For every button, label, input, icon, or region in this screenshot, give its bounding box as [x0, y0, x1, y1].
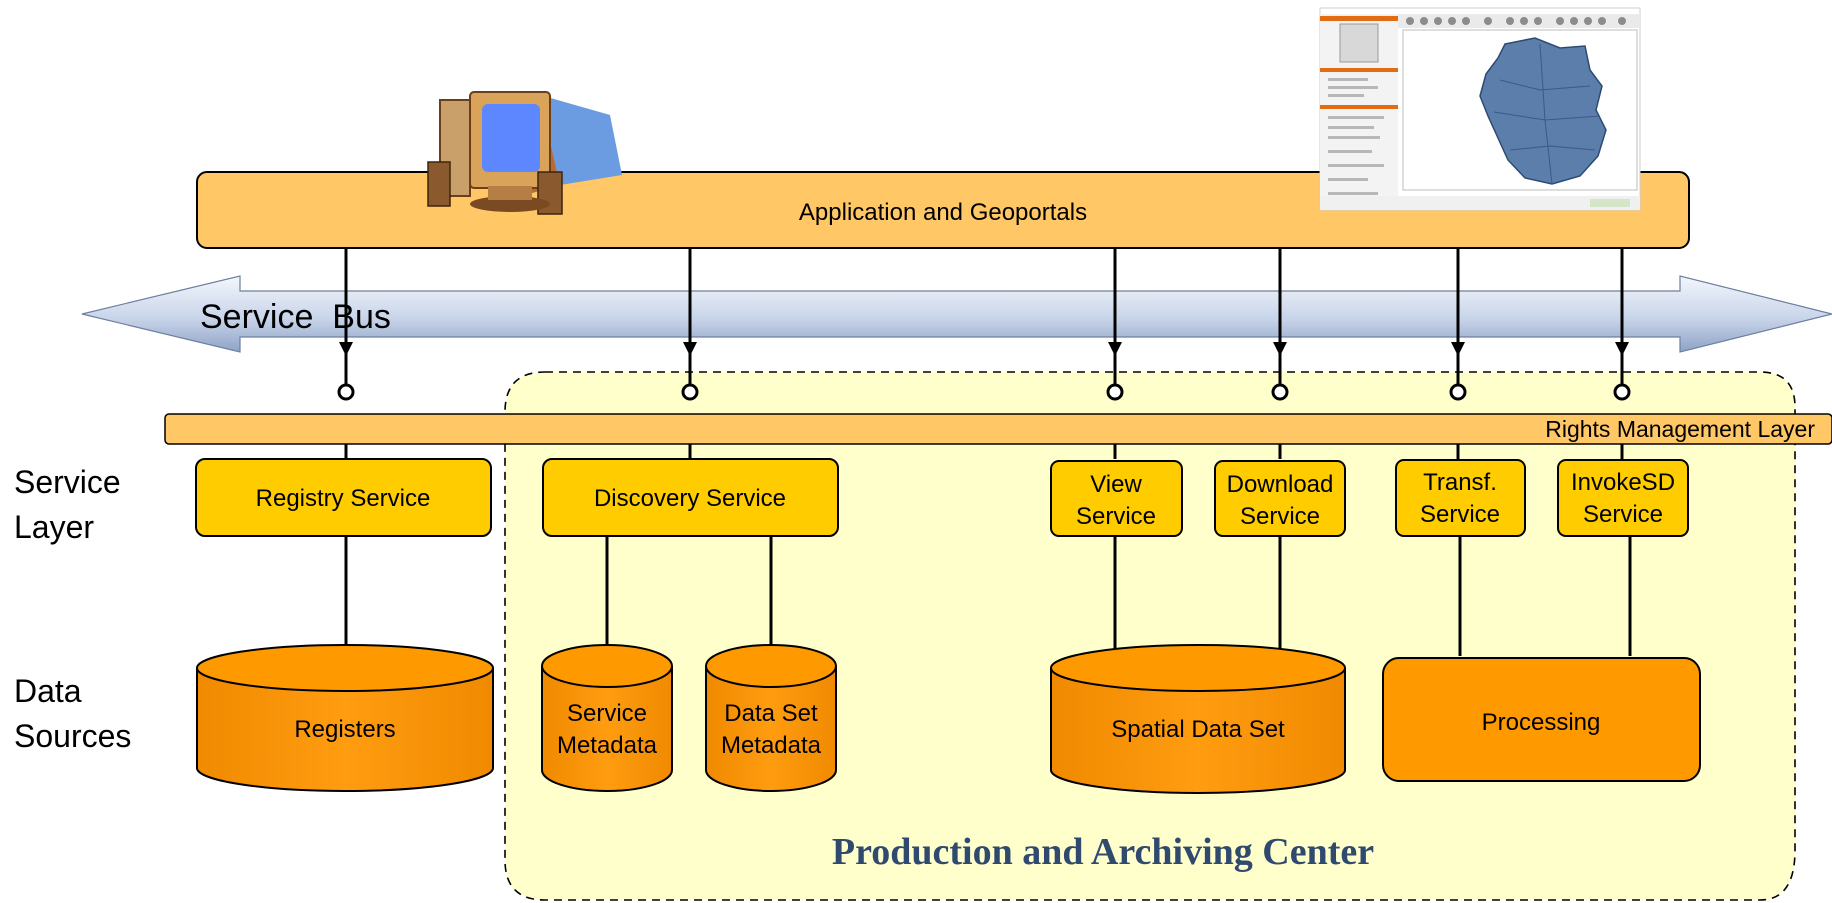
transf-service-box[interactable]: Transf. Service — [1395, 459, 1526, 537]
rights-management-layer-bar — [164, 413, 1832, 445]
production-center-region — [504, 371, 1796, 901]
view-service-label-line1: View — [1090, 471, 1142, 498]
service-bus-arrow — [81, 275, 1832, 353]
service-metadata-database[interactable]: Service Metadata — [541, 644, 673, 792]
discovery-service-box[interactable]: Discovery Service — [542, 458, 839, 537]
invokesd-service-box[interactable]: InvokeSD Service — [1557, 459, 1689, 537]
application-geoportals-label: Application and Geoportals — [799, 199, 1087, 226]
service-bus-label: Service Bus — [200, 298, 391, 336]
transf-service-label-line1: Transf. — [1423, 469, 1497, 496]
transf-service-label-line2: Service — [1420, 501, 1500, 528]
dataset-metadata-database[interactable]: Data Set Metadata — [705, 644, 837, 792]
bus-connectors — [344, 248, 1624, 384]
view-service-box[interactable]: View Service — [1050, 460, 1183, 537]
download-service-box[interactable]: Download Service — [1214, 460, 1346, 537]
data-sources-label-line1: Data — [14, 673, 82, 709]
view-service-label-line2: Service — [1076, 503, 1156, 530]
interface-circles — [337, 383, 1631, 401]
geoportal-screenshot-image — [1319, 7, 1641, 211]
application-geoportals-bar — [196, 171, 1690, 249]
data-sources-label-line2: Sources — [14, 718, 131, 754]
download-service-label-line1: Download — [1227, 471, 1334, 498]
service-layer-label-line1: Service — [14, 464, 121, 500]
bus-down-arrows — [339, 342, 1629, 356]
spatial-data-set-label: Spatial Data Set — [1111, 716, 1285, 743]
dataset-metadata-label-line1: Data Set — [724, 700, 818, 727]
registry-service-label: Registry Service — [256, 485, 431, 512]
desktop-computer-icon — [427, 91, 622, 215]
rights-to-service-connectors — [344, 444, 1624, 459]
discovery-service-label: Discovery Service — [594, 485, 786, 512]
processing-label: Processing — [1482, 709, 1601, 736]
production-center-title: Production and Archiving Center — [832, 831, 1374, 873]
spatial-data-set-database[interactable]: Spatial Data Set — [1050, 644, 1346, 794]
invokesd-service-label-line1: InvokeSD — [1571, 469, 1675, 496]
invokesd-service-label-line2: Service — [1583, 501, 1663, 528]
registers-database[interactable]: Registers — [196, 644, 494, 792]
registry-service-box[interactable]: Registry Service — [195, 458, 492, 537]
service-metadata-label-line1: Service — [567, 700, 647, 727]
download-service-label-line2: Service — [1240, 503, 1320, 530]
service-metadata-label-line2: Metadata — [557, 732, 658, 759]
dataset-metadata-label-line2: Metadata — [721, 732, 822, 759]
rights-management-layer-label: Rights Management Layer — [1545, 416, 1815, 442]
service-layer-label-line2: Layer — [14, 509, 94, 545]
registers-label: Registers — [294, 716, 395, 743]
processing-box[interactable]: Processing — [1382, 657, 1701, 782]
